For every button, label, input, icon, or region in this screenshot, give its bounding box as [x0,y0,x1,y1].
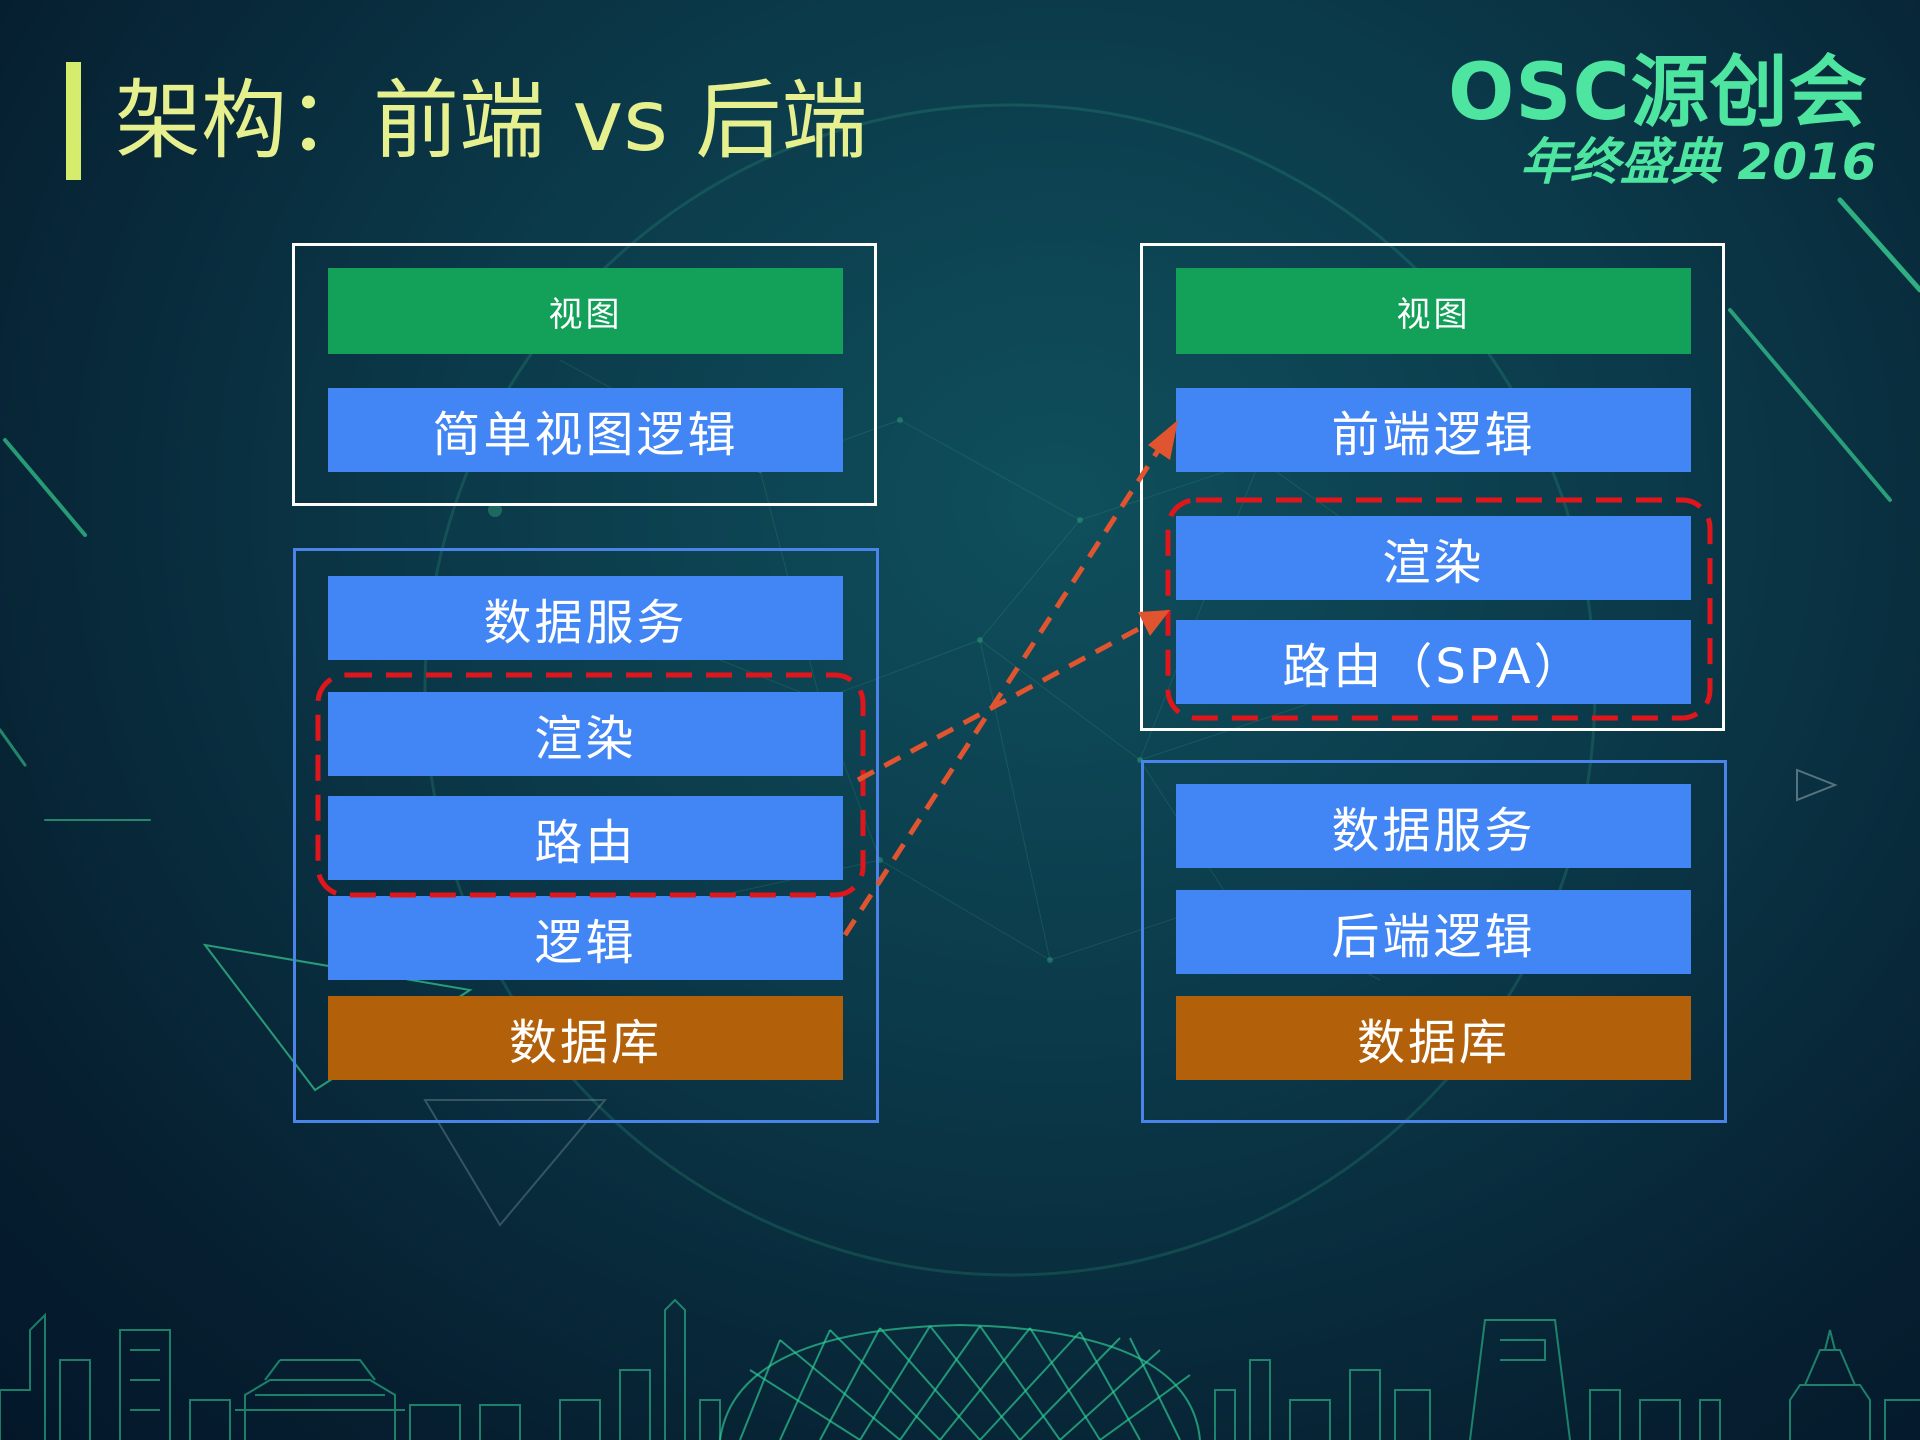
title-accent-bar [66,62,81,180]
left-frontend-frame [292,243,877,506]
left-render-block: 渲染 [328,692,843,776]
left-database-block: 数据库 [328,996,843,1080]
right-frontend-logic-block: 前端逻辑 [1176,388,1691,472]
left-view-block: 视图 [328,268,843,354]
left-logic-block: 逻辑 [328,896,843,980]
right-router-spa-block: 路由（SPA） [1176,620,1691,704]
osc-logo-subtitle: 年终盛典 2016 [1520,133,1877,191]
right-data-service-block: 数据服务 [1176,784,1691,868]
osc-logo: OSC源创会 [1448,48,1868,138]
left-simple-view-logic-block: 简单视图逻辑 [328,388,843,472]
slide-title: 架构：前端 vs 后端 [115,71,868,171]
left-data-service-block: 数据服务 [328,576,843,660]
right-backend-frame [1141,760,1727,1123]
right-render-block: 渲染 [1176,516,1691,600]
right-backend-logic-block: 后端逻辑 [1176,890,1691,974]
right-view-block: 视图 [1176,268,1691,354]
left-router-block: 路由 [328,796,843,880]
right-database-block: 数据库 [1176,996,1691,1080]
